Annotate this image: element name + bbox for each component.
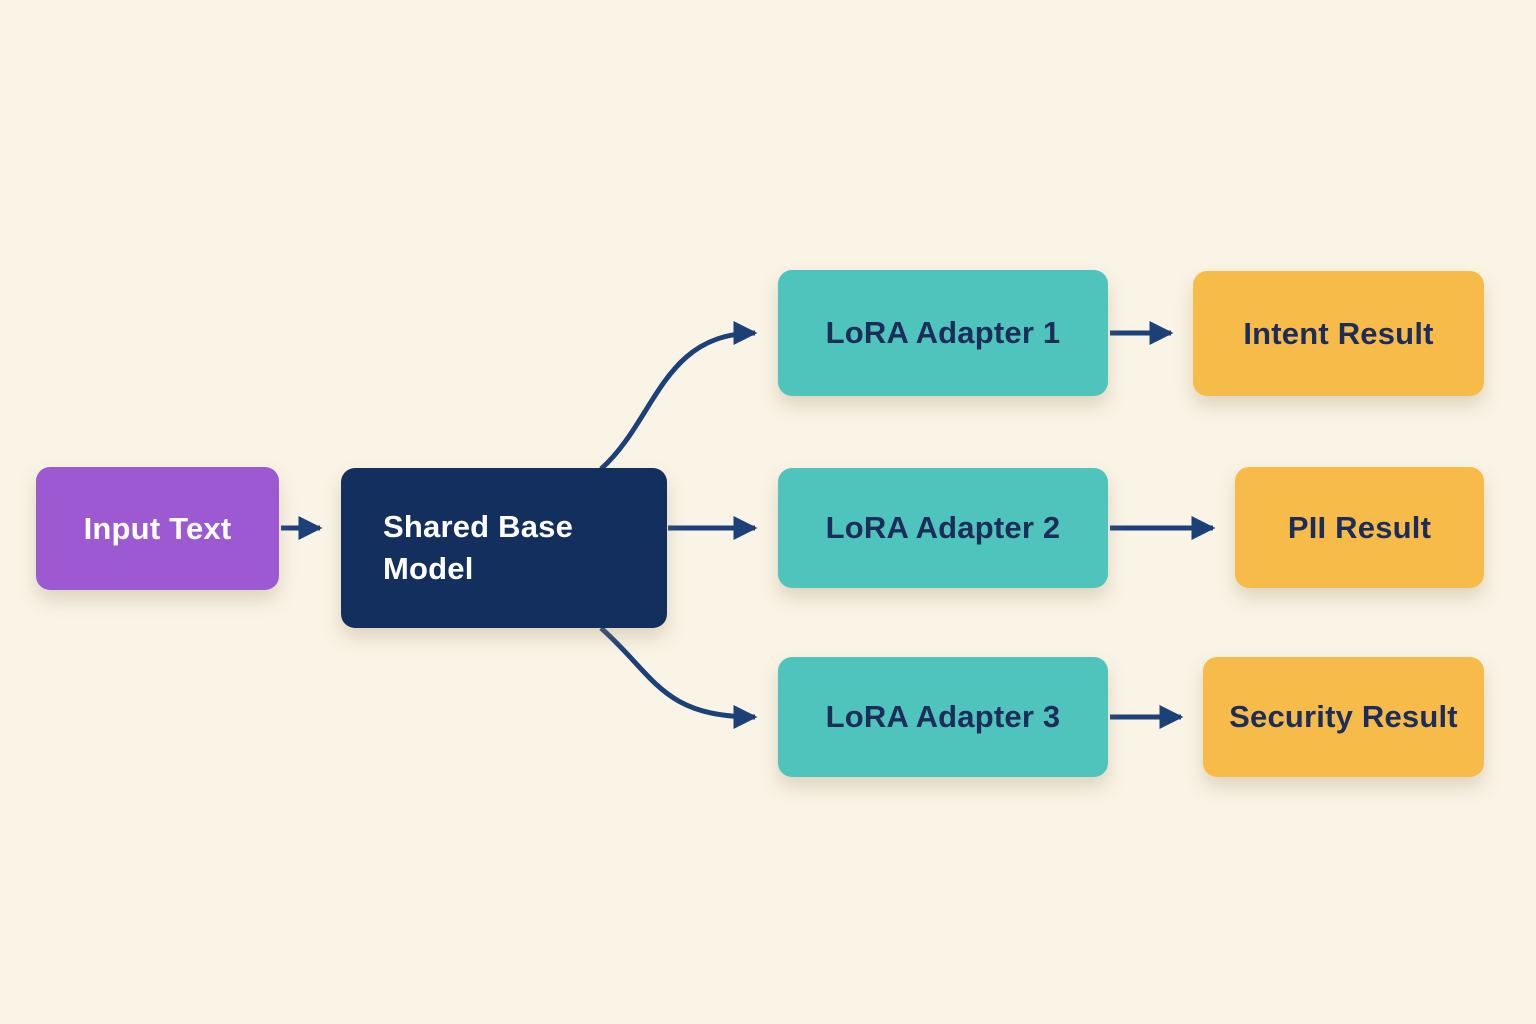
node-shared-base-model: Shared Base Model [341,468,667,628]
edge-base-to-lora3 [599,626,758,729]
node-intent-result: Intent Result [1193,271,1484,396]
node-label: Intent Result [1243,315,1434,351]
node-pii-result: PII Result [1235,467,1484,588]
node-input-text: Input Text [36,467,279,590]
node-label: LoRA Adapter 2 [825,510,1061,545]
node-label: LoRA Adapter 3 [825,699,1061,734]
node-label: Input Text [83,510,232,546]
node-lora-adapter-1: LoRA Adapter 1 [778,270,1108,396]
node-lora-adapter-3: LoRA Adapter 3 [778,657,1108,777]
node-label: PII Result [1287,509,1432,545]
edge-base-to-lora1 [599,321,758,471]
node-label: Security Result [1229,699,1458,734]
node-security-result: Security Result [1203,657,1484,777]
node-lora-adapter-2: LoRA Adapter 2 [778,468,1108,588]
node-label: LoRA Adapter 1 [825,315,1061,350]
node-label: Shared Base Model [383,509,574,586]
